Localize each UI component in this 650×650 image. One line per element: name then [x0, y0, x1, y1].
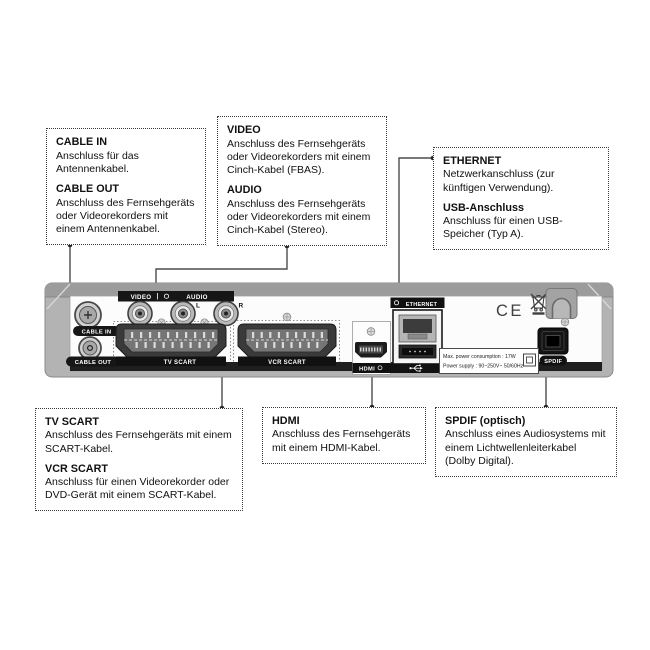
power-plate-line2: Power supply : 90~250V~ 50/60Hz — [443, 364, 524, 370]
callout-title: CABLE OUT — [56, 183, 119, 196]
callout-body: Anschluss des Fernsehgeräts mit einem HD… — [272, 428, 411, 454]
rca-video-jack — [127, 300, 153, 327]
callout-spdif: SPDIF (optisch) Anschluss eines Audiosys… — [435, 407, 617, 477]
callout-section: USB-Anschluss Anschluss für einen USB-Sp… — [443, 202, 599, 242]
power-rating-plate: Max. power consumption : 17W Power suppl… — [439, 348, 539, 374]
vcr-scart-port: VCR SCART — [237, 312, 337, 366]
callout-body: Anschluss des Fernsehgeräts oder Videore… — [227, 197, 371, 236]
ethernet-usb-block: ETHERNET — [390, 297, 445, 373]
cable-out-port: CABLE OUT — [66, 336, 120, 367]
callout-title: CABLE IN — [56, 136, 107, 149]
panel-bottom-band — [70, 362, 602, 371]
callout-video-audio: VIDEO Anschluss des Fernsehgeräts oder V… — [217, 116, 387, 246]
callout-hdmi: HDMI Anschluss des Fernsehgeräts mit ein… — [262, 407, 426, 464]
callout-cable: CABLE IN Anschluss für das Antennenkabel… — [46, 128, 206, 245]
callout-title: HDMI — [272, 415, 300, 427]
screw-icon — [560, 317, 570, 327]
callout-body: Anschluss des Fernsehgeräts mit einem SC… — [45, 429, 232, 455]
callout-section: CABLE IN Anschluss für das Antennenkabel… — [56, 136, 196, 176]
tv-scart-label: TV SCART — [164, 360, 196, 366]
audio-l-letter: L — [196, 303, 200, 310]
class2-insulation-icon — [523, 353, 536, 367]
hdmi-port: HDMI — [352, 321, 391, 375]
callout-section: TV SCART Anschluss des Fernsehgeräts mit… — [45, 416, 233, 456]
callout-line-video-audio — [155, 246, 288, 292]
callout-section: ETHERNET Netzwerkanschluss (zur künftige… — [443, 155, 599, 195]
audio-r-letter: R — [239, 303, 244, 310]
rca-audio-l-jack — [170, 300, 196, 327]
callout-body: Anschluss für das Antennenkabel. — [56, 149, 139, 176]
callout-body: Anschluss des Fernsehgeräts oder Videore… — [56, 196, 195, 235]
hdmi-ground-icon — [377, 365, 383, 371]
vcr-scart-label: VCR SCART — [268, 360, 306, 366]
usb-icon — [409, 364, 423, 372]
callout-title: USB-Anschluss — [443, 201, 524, 214]
power-cord-grommet — [545, 288, 578, 319]
callout-title: ETHERNET — [443, 155, 502, 167]
callout-section: VIDEO Anschluss des Fernsehgeräts oder V… — [227, 124, 377, 177]
cable-in-label: CABLE IN — [82, 329, 112, 335]
spdif-label: SPDIF — [544, 359, 562, 365]
ethernet-label: ETHERNET — [406, 302, 438, 308]
callout-scart: TV SCART Anschluss des Fernsehgeräts mit… — [35, 408, 243, 512]
callout-section: VCR SCART Anschluss für einen Videorekor… — [45, 463, 233, 503]
ethernet-port — [398, 314, 437, 343]
callout-body: Anschluss eines Audiosystems mit einem L… — [445, 428, 606, 467]
screw-icon — [282, 312, 292, 322]
video-label: VIDEO — [131, 294, 152, 301]
hdmi-label: HDMI — [359, 366, 375, 372]
callout-title: VIDEO — [227, 124, 261, 137]
callout-body: Anschluss für einen USB-Speicher (Typ A)… — [443, 215, 563, 241]
callout-line-ethernet — [398, 157, 433, 298]
video-ground-icon — [163, 293, 169, 299]
callout-body: Anschluss für einen Videorekorder oder D… — [45, 476, 230, 502]
power-plate-line1: Max. power consumption : 17W — [443, 354, 516, 360]
ethernet-ground-icon — [393, 300, 399, 306]
usb-port — [398, 344, 437, 359]
ce-mark: CE — [496, 302, 524, 320]
callout-body: Anschluss des Fernsehgeräts oder Videore… — [227, 137, 371, 177]
cable-out-label: CABLE OUT — [75, 360, 112, 366]
callout-title: TV SCART — [45, 416, 99, 428]
callout-title: VCR SCART — [45, 462, 108, 475]
video-audio-label-bar: VIDEO AUDIO — [118, 291, 234, 302]
rca-jacks: L R — [127, 300, 244, 327]
screw-icon — [366, 327, 376, 336]
callout-title: SPDIF (optisch) — [445, 415, 526, 427]
casing-bevel-left — [46, 283, 71, 310]
audio-label: AUDIO — [186, 294, 207, 301]
callout-title: AUDIO — [227, 184, 262, 197]
callout-section: SPDIF (optisch) Anschluss eines Audiosys… — [445, 415, 607, 468]
callout-section: CABLE OUT Anschluss des Fernsehgeräts od… — [56, 183, 196, 236]
tv-scart-port: TV SCART — [115, 323, 227, 366]
cable-in-port: CABLE IN — [73, 301, 120, 336]
callout-section: AUDIO Anschluss des Fernsehgeräts oder V… — [227, 184, 377, 237]
spdif-port: SPDIF — [537, 327, 569, 366]
callout-body: Netzwerkanschluss (zur künftigen Verwend… — [443, 168, 555, 194]
callout-ethernet-usb: ETHERNET Netzwerkanschluss (zur künftige… — [433, 147, 609, 251]
weee-icon — [530, 293, 547, 315]
callout-section: HDMI Anschluss des Fernsehgeräts mit ein… — [272, 415, 416, 455]
rca-audio-r-jack — [213, 300, 239, 327]
